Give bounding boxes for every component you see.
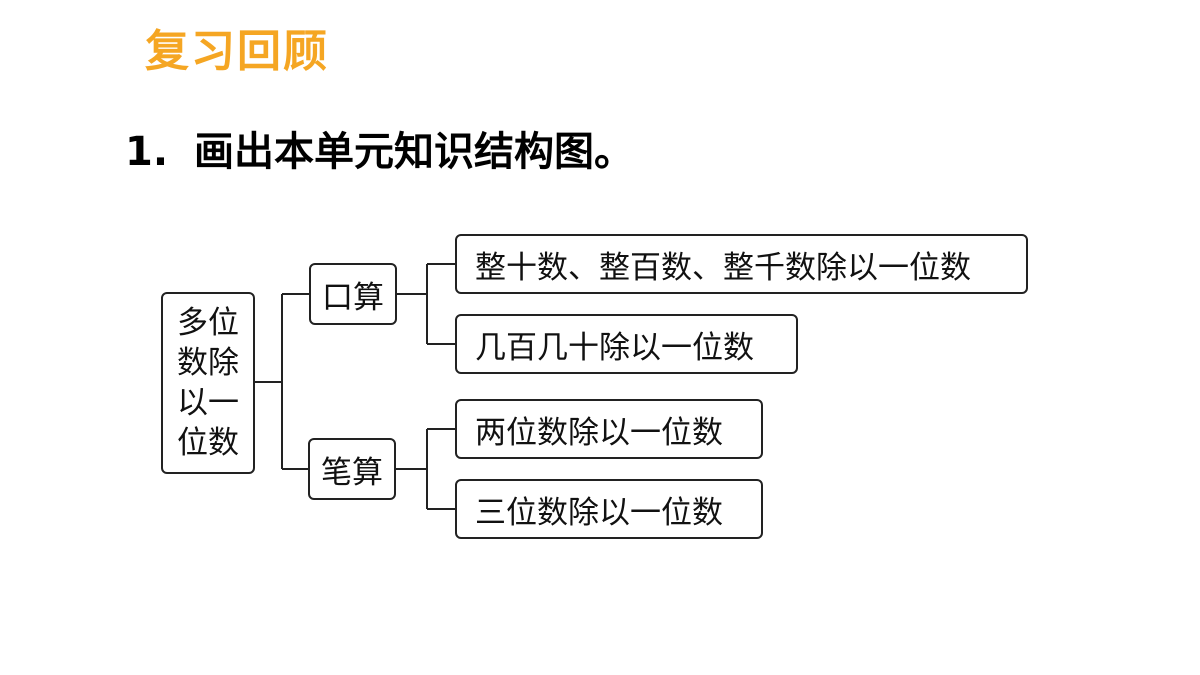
branch-node-written: 笔算 (308, 438, 396, 500)
leaf-node: 几百几十除以一位数 (455, 314, 798, 374)
question-prompt: 1. 画出本单元知识结构图。 (125, 124, 634, 180)
connector-root (255, 293, 309, 470)
branch-node-oral: 口算 (309, 263, 397, 325)
section-title: 复习回顾 (145, 26, 329, 77)
leaf-node: 整十数、整百数、整千数除以一位数 (455, 234, 1028, 294)
leaf-node: 三位数除以一位数 (455, 479, 763, 539)
connector-branch-2 (396, 428, 455, 510)
question-number: 1. (125, 129, 169, 175)
root-node: 多位数除以一位数 (161, 292, 255, 474)
question-text: 画出本单元知识结构图。 (194, 129, 635, 175)
connector-branch-1 (397, 263, 455, 345)
leaf-node: 两位数除以一位数 (455, 399, 763, 459)
